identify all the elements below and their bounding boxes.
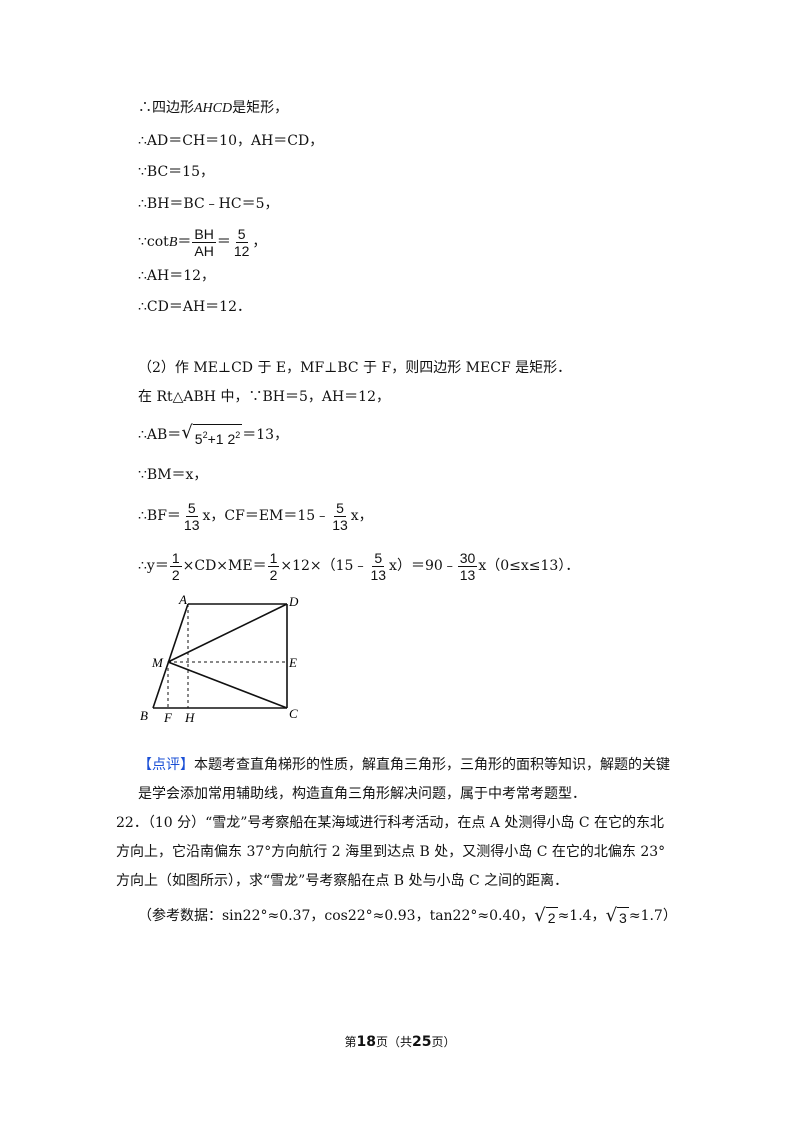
current-page: 18: [356, 1034, 376, 1050]
total-pages: 25: [412, 1034, 432, 1050]
line-ah: ∴AH＝12，: [138, 268, 216, 284]
reference-data: （参考数据：sin22°≈0.37，cos22°≈0.93，tan22°≈0.4…: [138, 904, 677, 926]
label-c: C: [289, 706, 298, 721]
line-bm: ∵BM＝x，: [138, 467, 208, 483]
line-ad-ch: ∴AD＝CH＝10，AH＝CD，: [138, 133, 324, 149]
question-22: 22．（10 分）“雪龙”号考察船在某海域进行科考活动，在点 A 处测得小岛 C…: [116, 815, 666, 889]
label-b: B: [140, 708, 148, 723]
question-number: 22．: [116, 815, 148, 831]
line-rt-triangle: 在 Rt△ABH 中，∵BH＝5，AH＝12，: [138, 389, 390, 405]
line-rectangle: ∴四边形AHCD是矩形，: [138, 100, 289, 116]
label-h: H: [184, 710, 195, 725]
segment-ab: [152, 603, 189, 709]
page-footer: 第18页（共25页）: [344, 1034, 456, 1050]
label-f: F: [163, 710, 173, 725]
label-m: M: [151, 655, 164, 670]
label-d: D: [288, 594, 299, 609]
sqrt-ab: √52+1 22: [181, 421, 243, 447]
geometry-figure: A D M E B F H C: [140, 592, 299, 725]
comment-tag: 【点评】: [138, 757, 194, 773]
line-bh: ∴BH＝BC﹣HC＝5，: [138, 196, 279, 212]
label-e: E: [288, 655, 297, 670]
line-part2: （2）作 ME⊥CD 于 E，MF⊥BC 于 F，则四边形 MECF 是矩形．: [138, 360, 572, 376]
label-a: A: [178, 592, 187, 607]
comment-block: 【点评】本题考查直角梯形的性质，解直角三角形，三角形的面积等知识，解题的关键是学…: [138, 757, 670, 802]
line-cd: ∴CD＝AH＝12．: [138, 299, 251, 315]
line-ab: ∴AB＝√52+1 22＝13，: [138, 421, 289, 447]
segment-mc: [167, 661, 288, 709]
line-bc: ∵BC＝15，: [138, 164, 214, 180]
